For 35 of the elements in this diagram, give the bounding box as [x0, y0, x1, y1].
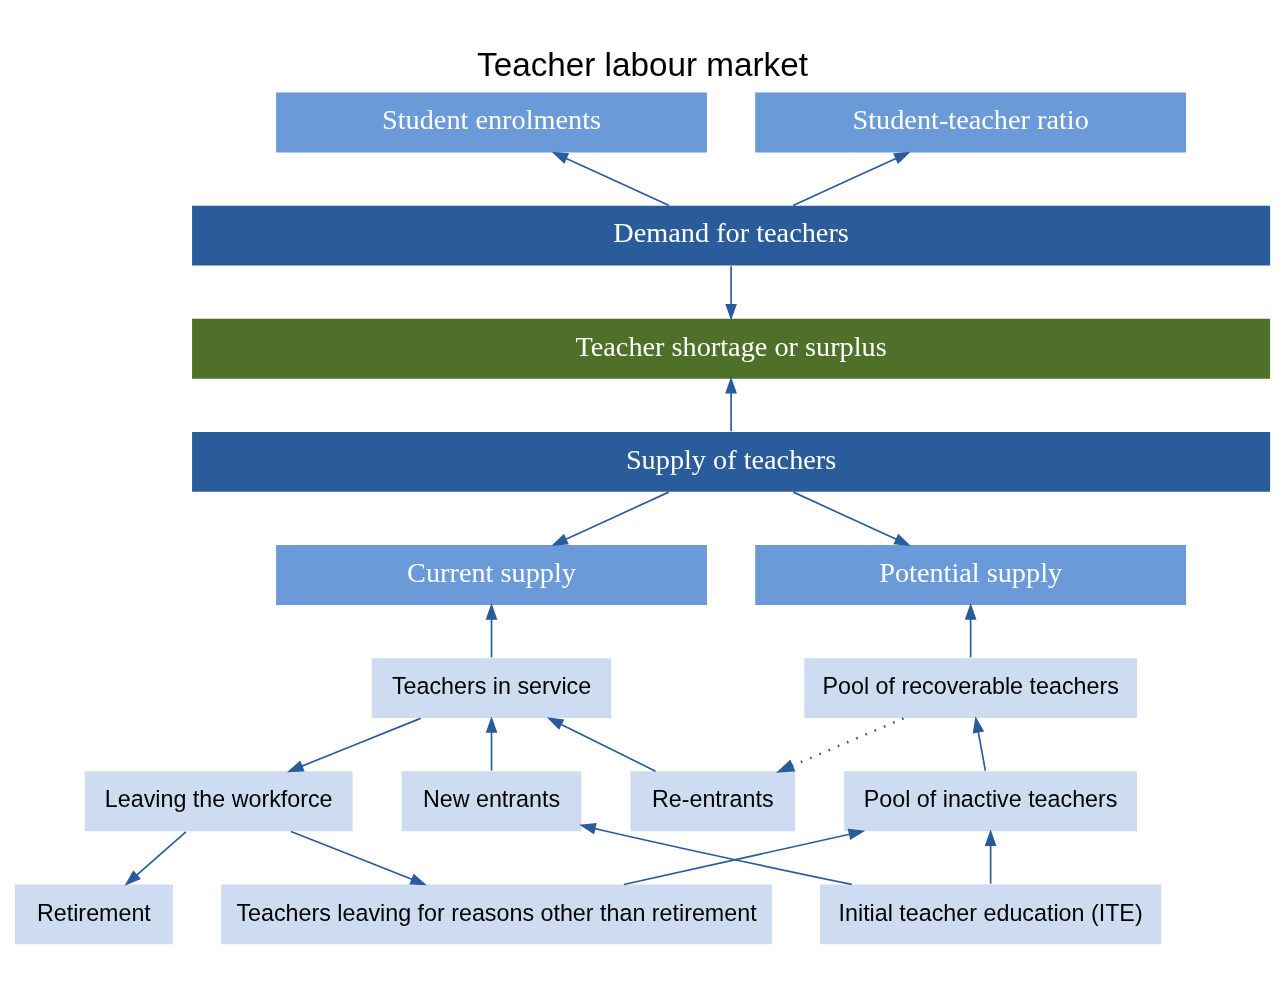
diagram-title: Teacher labour market [477, 45, 808, 83]
arrow [623, 828, 866, 885]
node-box: Pool of inactive teachers [844, 770, 1137, 831]
arrow [551, 490, 670, 546]
arrow [579, 822, 853, 885]
arrow [792, 151, 911, 206]
arrow [792, 490, 911, 546]
node-box: Pool of recoverable teachers [804, 657, 1137, 718]
node-box: Potential supply [755, 544, 1187, 605]
node-box: New entrants [401, 770, 582, 831]
node-box: Leaving the workforce [84, 770, 353, 831]
node-box: Teacher shortage or surplus [192, 318, 1271, 379]
arrow [984, 828, 997, 885]
arrow [485, 602, 498, 658]
arrow [551, 151, 670, 206]
node-box: Supply of teachers [192, 431, 1271, 492]
arrow [124, 830, 187, 886]
node-box: Teachers in service [371, 657, 612, 718]
node-box: Student enrolments [276, 92, 707, 152]
arrow [776, 716, 905, 773]
arrow [972, 715, 987, 771]
node-box: Demand for teachers [192, 205, 1271, 266]
arrow [290, 830, 427, 885]
node-box: Teachers leaving for reasons other than retirement [221, 883, 772, 944]
arrow [725, 376, 737, 432]
node-box: Current supply [276, 544, 707, 605]
node-box: Initial teacher education (ITE) [820, 883, 1162, 944]
arrow [546, 716, 657, 772]
node-box: Re-entrants [630, 770, 796, 831]
arrow [725, 264, 737, 321]
arrow [964, 602, 977, 658]
arrow [485, 715, 498, 771]
node-box: Retirement [14, 883, 173, 944]
arrow [287, 717, 422, 772]
node-box: Student-teacher ratio [755, 92, 1187, 152]
